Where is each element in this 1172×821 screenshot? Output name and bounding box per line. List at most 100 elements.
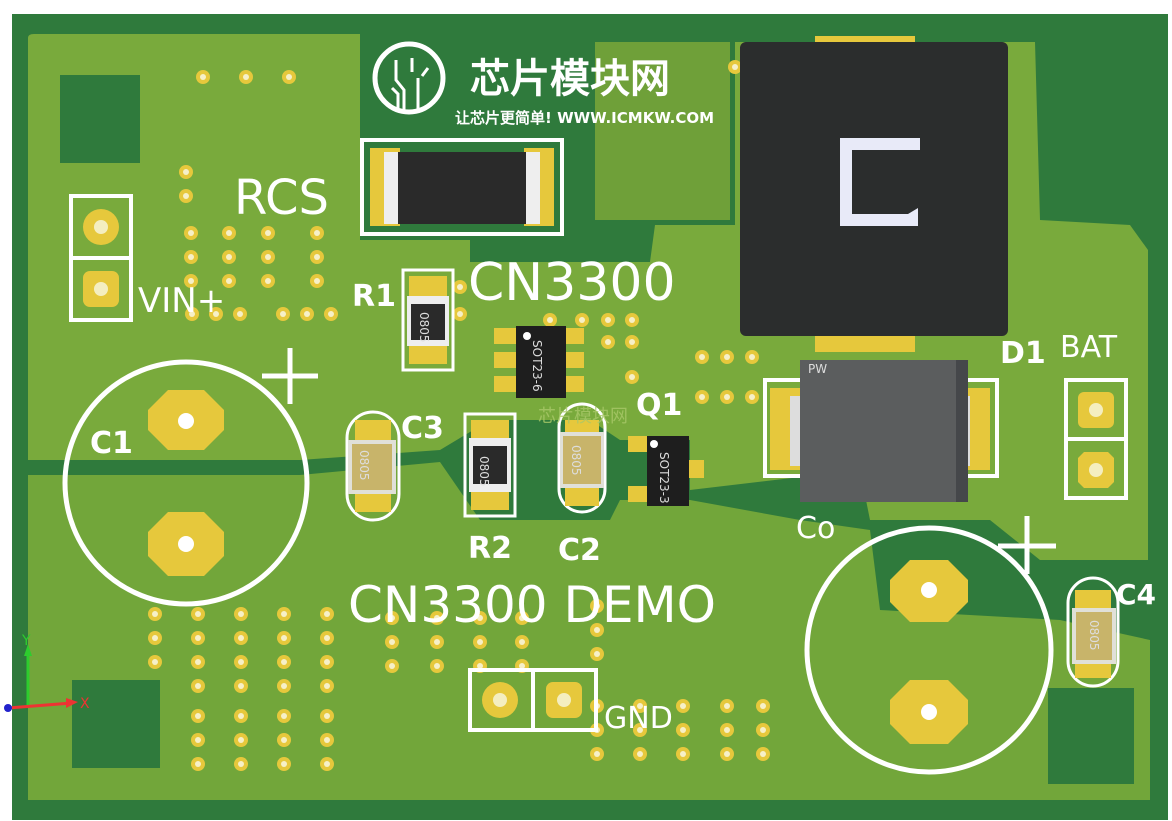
label-demo: CN3300 DEMO — [348, 576, 716, 634]
via-group — [148, 60, 770, 771]
via-hole — [519, 663, 525, 669]
via-hole — [237, 311, 243, 317]
via-hole — [152, 635, 158, 641]
c3-package: 0805 — [357, 450, 371, 481]
via-hole — [238, 761, 244, 767]
via-hole — [314, 230, 320, 236]
via-hole — [547, 317, 553, 323]
axis-x-label: X — [80, 696, 90, 712]
via-hole — [265, 278, 271, 284]
c2-package: 0805 — [569, 445, 583, 476]
via-hole — [286, 74, 292, 80]
via-hole — [749, 354, 755, 360]
via-hole — [304, 311, 310, 317]
via-hole — [324, 737, 330, 743]
r1-package: 0805 — [417, 312, 431, 343]
via-hole — [195, 683, 201, 689]
label-c3: C3 — [401, 411, 444, 446]
q1-package: SOT23-3 — [657, 452, 671, 504]
via-hole — [152, 659, 158, 665]
via-hole — [629, 374, 635, 380]
via-hole — [434, 615, 440, 621]
via-hole — [281, 737, 287, 743]
via-hole — [314, 254, 320, 260]
via-hole — [605, 317, 611, 323]
via-hole — [281, 635, 287, 641]
logo-slogan: 让芯片更简单! WWW.ICMKW.COM — [455, 109, 714, 127]
via-hole — [519, 615, 525, 621]
via-hole — [188, 254, 194, 260]
bat-connector — [1064, 378, 1128, 500]
via-hole — [183, 169, 189, 175]
via-hole — [594, 627, 600, 633]
logo: 芯片模块网 让芯片更简单! WWW.ICMKW.COM — [372, 41, 714, 127]
via-hole — [195, 659, 201, 665]
label-c4: C4 — [1116, 578, 1156, 611]
label-c1: C1 — [90, 426, 133, 461]
via-hole — [226, 230, 232, 236]
via-hole — [265, 254, 271, 260]
via-hole — [760, 703, 766, 709]
capacitor-c1: C1 — [62, 348, 318, 607]
via-hole — [389, 663, 395, 669]
via-hole — [213, 311, 219, 317]
via-hole — [195, 737, 201, 743]
label-cn3300: CN3300 — [468, 253, 676, 313]
via-hole — [238, 737, 244, 743]
via-hole — [280, 311, 286, 317]
via-hole — [760, 727, 766, 733]
via-hole — [189, 311, 195, 317]
via-hole — [724, 751, 730, 757]
via-hole — [732, 64, 738, 70]
via-hole — [200, 74, 206, 80]
via-hole — [389, 639, 395, 645]
via-hole — [183, 193, 189, 199]
via-hole — [243, 74, 249, 80]
via-hole — [629, 339, 635, 345]
via-hole — [724, 703, 730, 709]
via-hole — [281, 611, 287, 617]
logo-name: 芯片模块网 — [470, 56, 670, 102]
via-hole — [477, 639, 483, 645]
via-hole — [434, 663, 440, 669]
capacitor-co — [804, 516, 1056, 775]
via-hole — [680, 751, 686, 757]
label-gnd: GND — [604, 701, 673, 736]
gnd-connector: GND — [468, 668, 673, 736]
via-hole — [680, 703, 686, 709]
diode-d1: PW D1 — [763, 336, 1046, 502]
via-hole — [281, 713, 287, 719]
via-hole — [477, 615, 483, 621]
via-hole — [152, 611, 158, 617]
via-hole — [699, 394, 705, 400]
r1-resistor: 0805 R1 — [352, 268, 455, 372]
label-bat: BAT — [1060, 330, 1118, 365]
via-hole — [324, 659, 330, 665]
via-hole — [324, 635, 330, 641]
via-hole — [195, 611, 201, 617]
ic-package: SOT23-6 — [530, 340, 544, 392]
via-hole — [324, 683, 330, 689]
via-hole — [724, 394, 730, 400]
via-hole — [594, 651, 600, 657]
via-hole — [195, 761, 201, 767]
via-hole — [637, 751, 643, 757]
via-hole — [434, 639, 440, 645]
via-hole — [629, 317, 635, 323]
label-q1: Q1 — [636, 388, 682, 423]
via-hole — [281, 683, 287, 689]
via-hole — [238, 659, 244, 665]
via-hole — [457, 284, 463, 290]
mounting-pad-tl — [60, 75, 140, 163]
capacitor-c2: 0805 C2 — [557, 402, 607, 568]
via-hole — [324, 611, 330, 617]
label-r2: R2 — [468, 531, 512, 566]
label-d1: D1 — [1000, 336, 1046, 371]
mounting-pad-br — [1048, 688, 1134, 784]
axis-indicator: Y X — [4, 633, 90, 712]
via-hole — [195, 635, 201, 641]
rcs-resistor: RCS — [234, 138, 564, 236]
via-hole — [314, 278, 320, 284]
diode-mark: PW — [808, 362, 827, 376]
